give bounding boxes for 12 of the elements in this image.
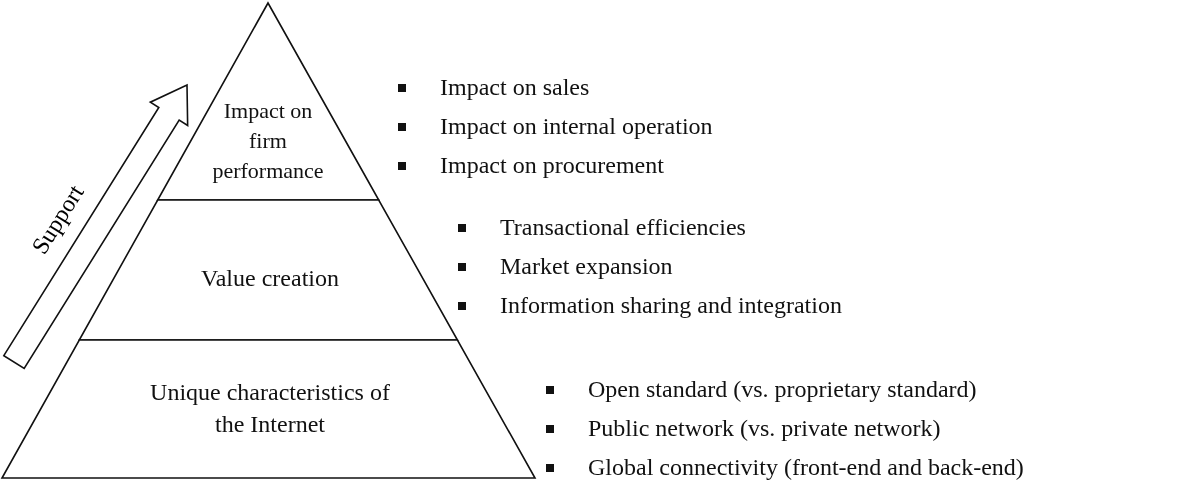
bullet-text: Transactional efficiencies: [500, 214, 746, 241]
bullet-text: Impact on internal operation: [440, 113, 713, 140]
bullet-text: Market expansion: [500, 253, 673, 280]
bullet-text: Impact on procurement: [440, 152, 664, 179]
tier-label: Value creation: [200, 264, 340, 293]
bullet-text: Global connectivity (front-end and back-end): [588, 454, 1024, 481]
tier-label: Impact on firm performance: [211, 97, 325, 185]
bullet-text: Impact on sales: [440, 74, 590, 101]
bullet-text: Public network (vs. private network): [588, 415, 941, 442]
bullet-text: Information sharing and integration: [500, 292, 842, 319]
bullet-text: Open standard (vs. proprietary standard): [588, 376, 977, 403]
tier-label: Unique characteristics of the Internet: [149, 378, 391, 439]
